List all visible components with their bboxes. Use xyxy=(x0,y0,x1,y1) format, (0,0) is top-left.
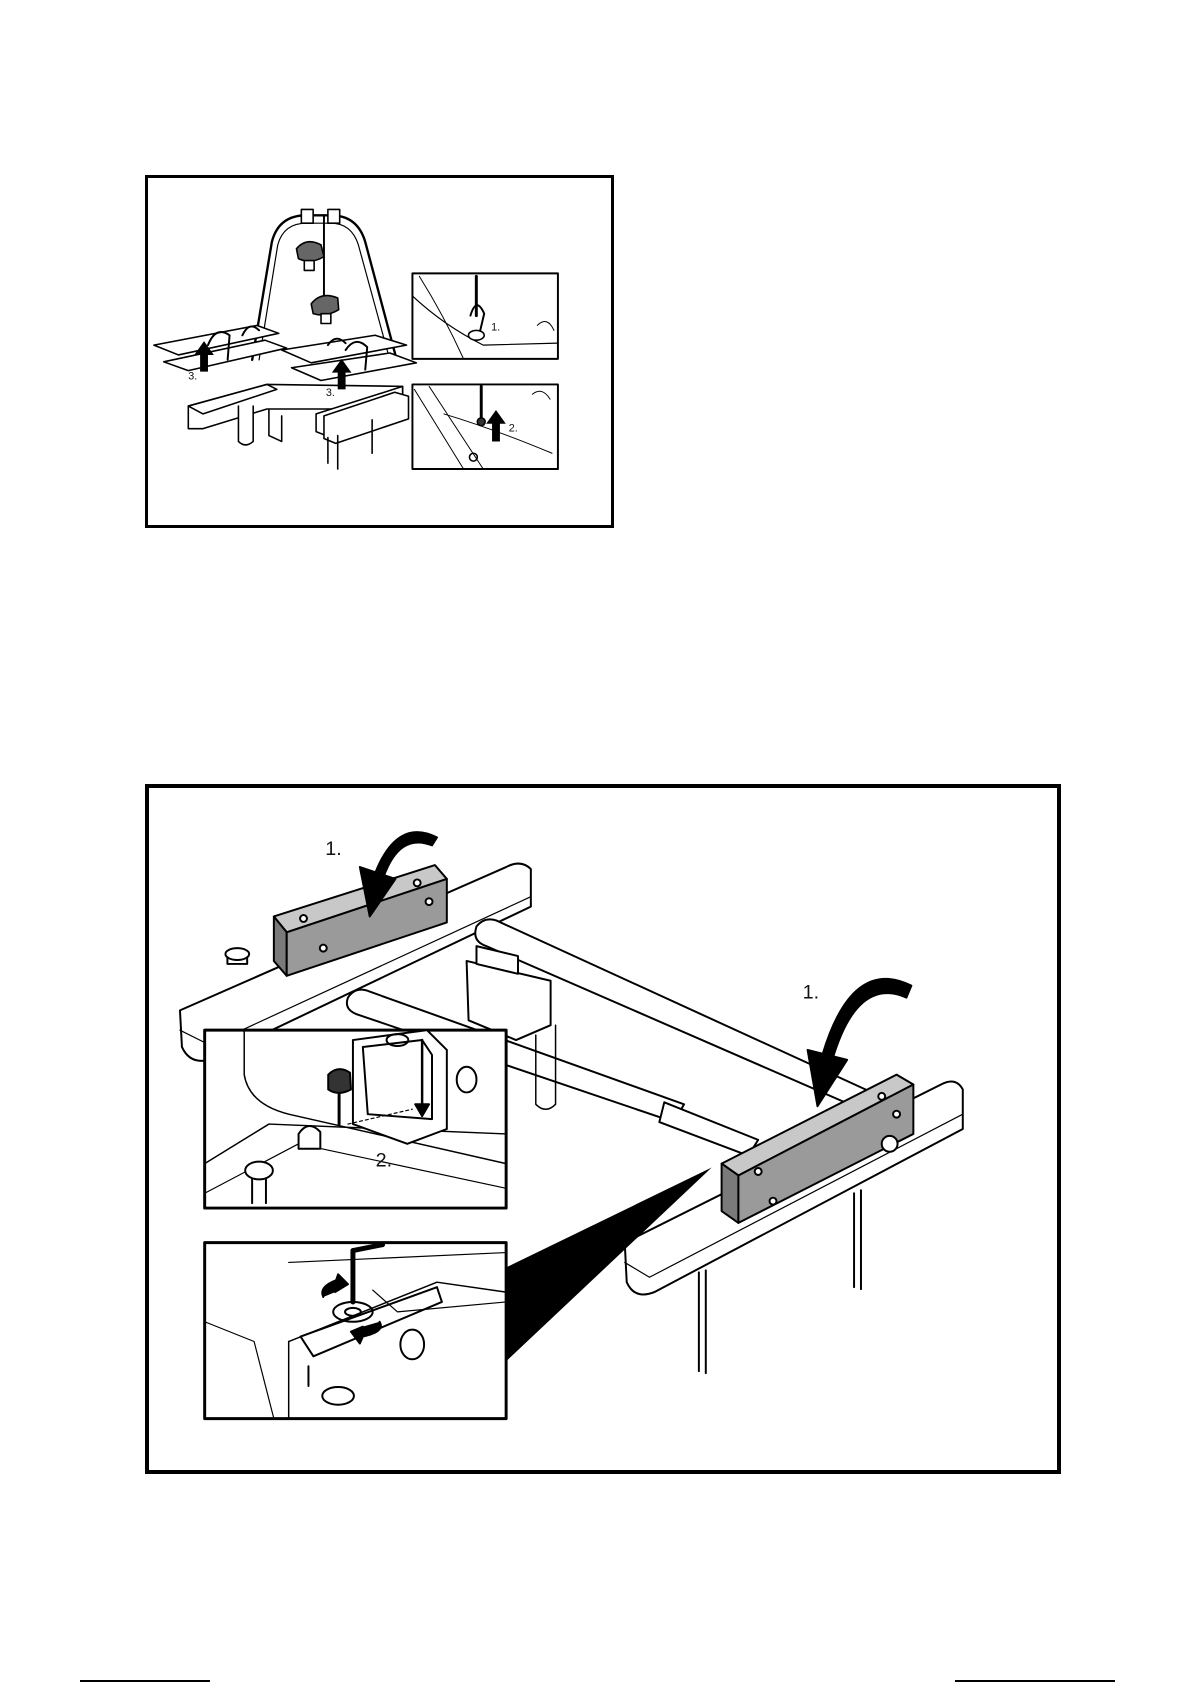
page-bottom-rule-left xyxy=(80,1680,210,1682)
step-label-arm-left: 3. xyxy=(188,371,197,383)
step-label-bolt-insert: 2. xyxy=(376,1150,392,1172)
step-label-lock-lift: 1. xyxy=(491,321,500,333)
rail-mounting-drawing: 1. 1. 2. xyxy=(149,788,1057,1470)
step-label-arm-right: 3. xyxy=(326,387,335,399)
top-figure-panel: 1. 2. 3. 3. xyxy=(145,175,614,528)
step-label-pin-raise: 2. xyxy=(509,423,518,435)
step-label-rail-right: 1. xyxy=(803,982,819,1004)
step-label-rail-left: 1. xyxy=(325,838,341,860)
bike-carrier-overview-drawing: 1. 2. 3. 3. xyxy=(148,178,611,525)
bottom-figure-panel: 1. 1. 2. xyxy=(145,784,1061,1474)
page-bottom-rule-right xyxy=(955,1680,1115,1682)
